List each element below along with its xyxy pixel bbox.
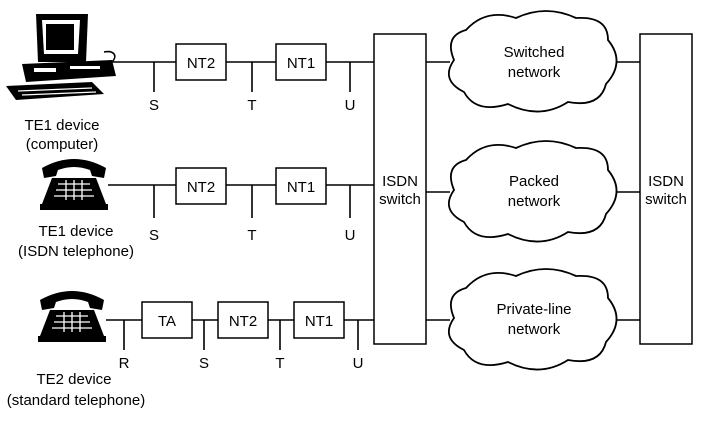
nt2-label-row-3: NT2 xyxy=(229,313,257,330)
point-u-row-1: U xyxy=(345,97,356,114)
row-2-connection xyxy=(108,184,374,218)
device-sublabel-standard-telephone: (standard telephone) xyxy=(7,392,145,409)
point-s-row-2: S xyxy=(149,227,159,244)
isdn-switch-right-label-2: switch xyxy=(645,191,687,208)
point-t-row-1: T xyxy=(247,97,256,114)
device-sublabel-computer: (computer) xyxy=(26,136,99,153)
isdn-switch-right-label-1: ISDN xyxy=(648,173,684,190)
nt1-label-row-2: NT1 xyxy=(287,179,315,196)
ta-box xyxy=(141,301,193,339)
nt2-box-row-3 xyxy=(217,301,269,339)
nt2-label-row-1: NT2 xyxy=(187,55,215,72)
isdn-switch-left-label-1: ISDN xyxy=(382,173,418,190)
nt2-box-row-1 xyxy=(175,43,227,81)
nt1-box-row-1 xyxy=(275,43,327,81)
nt1-box-row-3 xyxy=(293,301,345,339)
switched-network-cloud xyxy=(447,10,618,113)
packed-network-cloud xyxy=(447,140,618,243)
packed-network-label-1: Packed xyxy=(509,173,559,190)
ta-label: TA xyxy=(158,313,176,330)
device-label-computer: TE1 device xyxy=(24,117,99,134)
isdn-telephone-icon xyxy=(40,159,108,210)
computer-icon xyxy=(6,14,116,100)
device-label-isdn-telephone: TE1 device xyxy=(38,223,113,240)
nt2-box-row-2 xyxy=(175,167,227,205)
private-line-network-label-2: network xyxy=(508,321,561,338)
switch-network-links xyxy=(426,61,640,321)
row-1-connection xyxy=(108,61,374,92)
row-3-connection xyxy=(106,319,374,350)
point-s-row-1: S xyxy=(149,97,159,114)
point-u-row-3: U xyxy=(353,355,364,372)
point-s-row-3: S xyxy=(199,355,209,372)
private-line-network-cloud xyxy=(447,268,618,371)
device-label-standard-telephone: TE2 device xyxy=(36,371,111,388)
nt1-box-row-2 xyxy=(275,167,327,205)
switched-network-label-1: Switched xyxy=(504,44,565,61)
device-sublabel-isdn-telephone: (ISDN telephone) xyxy=(18,243,134,260)
switched-network-label-2: network xyxy=(508,64,561,81)
point-t-row-2: T xyxy=(247,227,256,244)
packed-network-label-2: network xyxy=(508,193,561,210)
nt1-label-row-1: NT1 xyxy=(287,55,315,72)
private-line-network-label-1: Private-line xyxy=(496,301,571,318)
nt1-label-row-3: NT1 xyxy=(305,313,333,330)
standard-telephone-icon xyxy=(38,291,106,342)
point-u-row-2: U xyxy=(345,227,356,244)
isdn-switch-left xyxy=(373,33,427,345)
isdn-switch-left-label-2: switch xyxy=(379,191,421,208)
isdn-switch-right xyxy=(639,33,693,345)
point-t-row-3: T xyxy=(275,355,284,372)
point-r-row-3: R xyxy=(119,355,130,372)
nt2-label-row-2: NT2 xyxy=(187,179,215,196)
